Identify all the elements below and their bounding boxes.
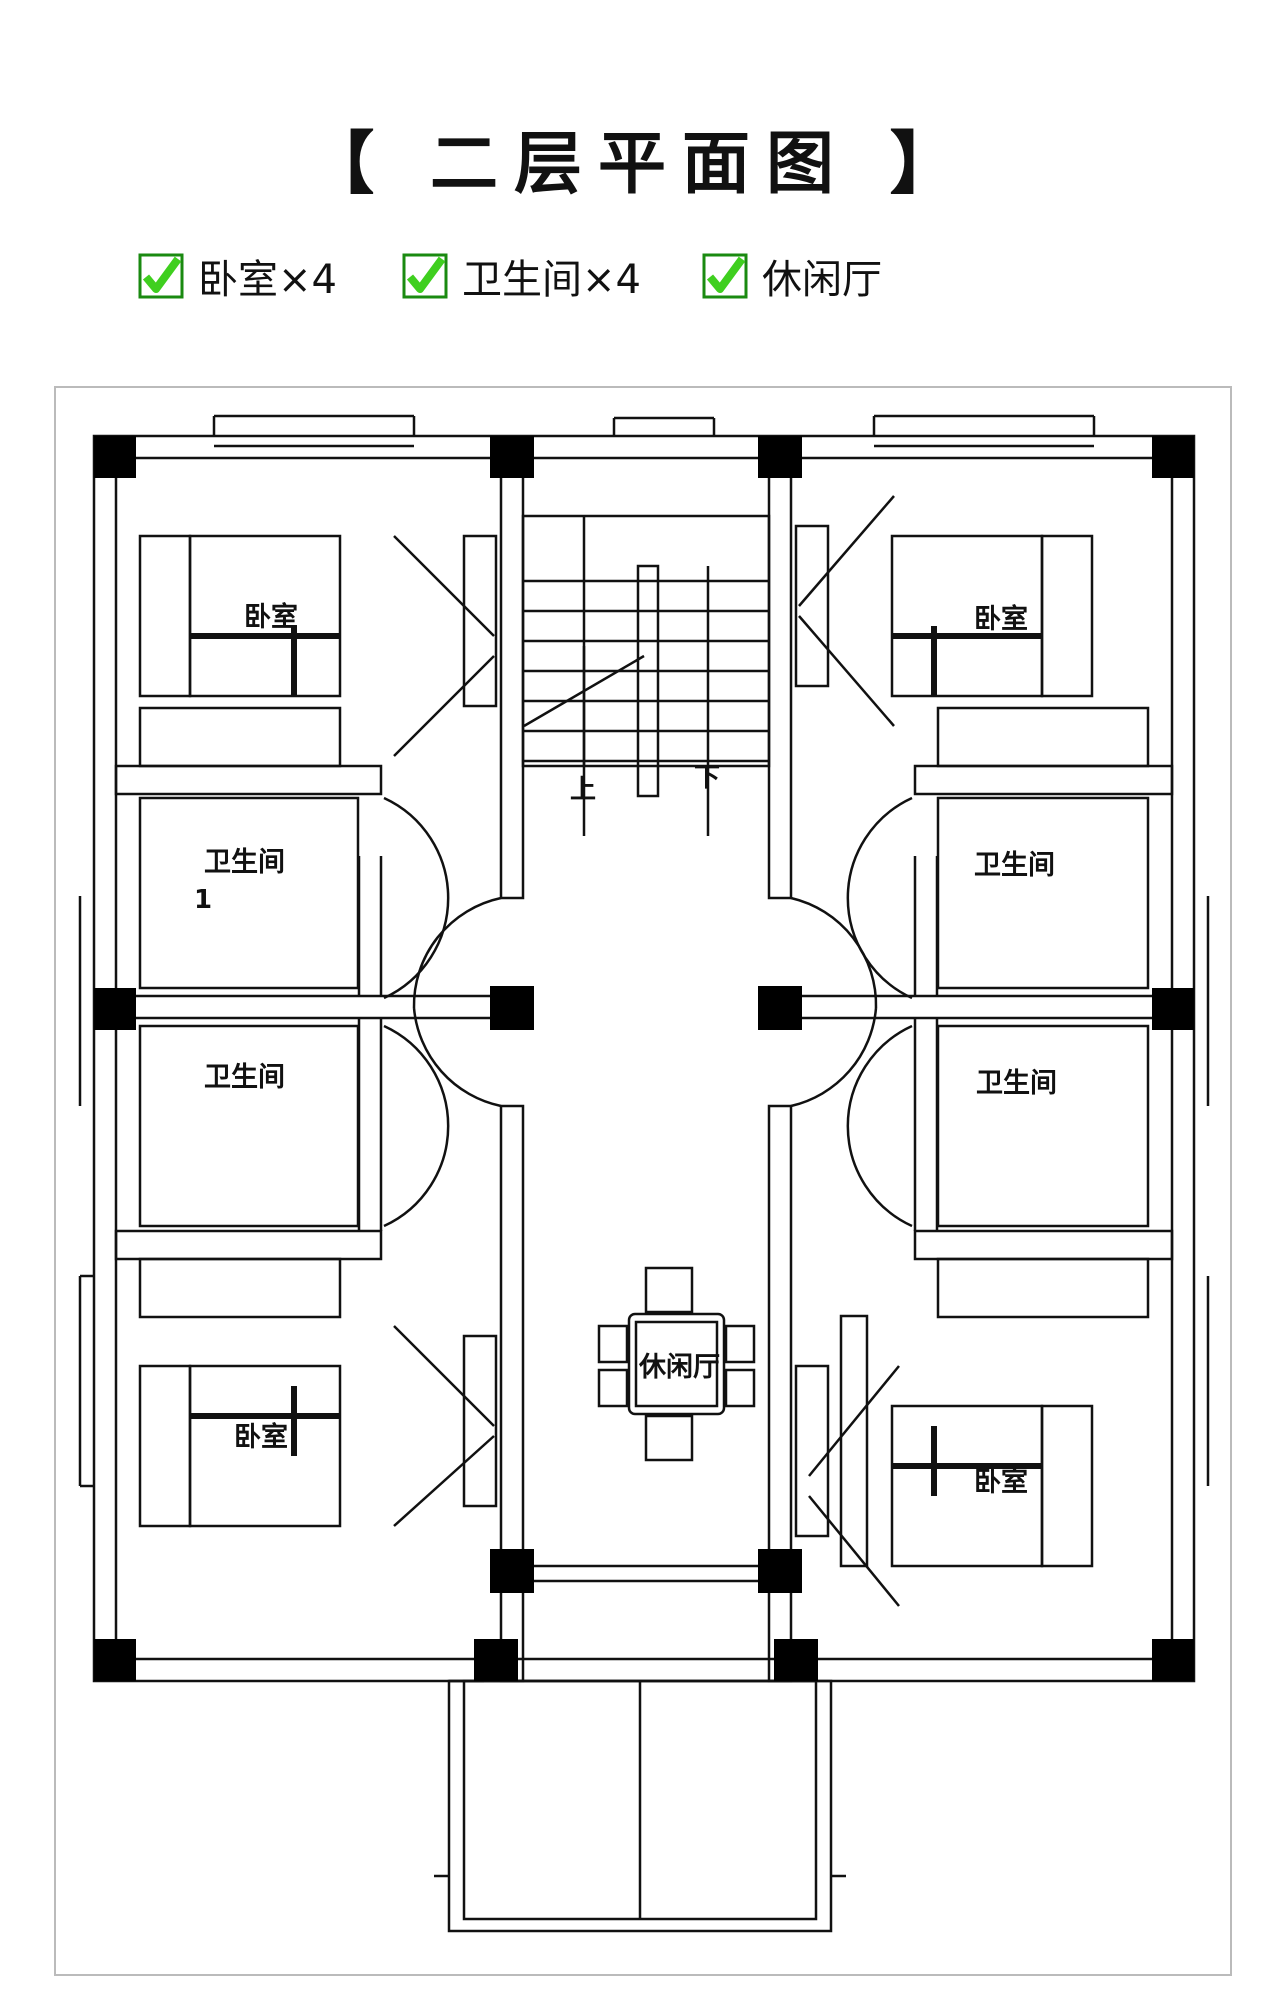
- room-label-bathroom: 卫生间: [974, 850, 1055, 881]
- room-label-bedroom: 卧室: [244, 601, 298, 633]
- legend-item-bathroom: 卫生间×4: [402, 246, 641, 306]
- legend-label: 休闲厅: [762, 257, 882, 303]
- check-icon: [402, 253, 448, 299]
- stair-up-label: 上: [570, 775, 596, 805]
- floor-plan: 卧室 卧室 卧室 卧室 卫生间 卫生间 卫生间 卫生间 休闲厅 上 下 1: [54, 386, 1232, 1976]
- check-icon: [702, 253, 748, 299]
- legend-item-bedroom: 卧室×4: [138, 246, 337, 306]
- legend-label: 卧室×4: [198, 257, 337, 303]
- legend: 卧室×4 卫生间×4 休闲厅: [0, 246, 1280, 306]
- legend-label: 卫生间×4: [462, 257, 641, 303]
- legend-item-lounge: 休闲厅: [702, 246, 882, 306]
- room-label-bathroom: 卫生间: [976, 1068, 1057, 1099]
- room-label-bathroom: 卫生间: [204, 847, 285, 878]
- check-icon: [138, 253, 184, 299]
- toilet-number: 1: [194, 885, 212, 915]
- columns: [94, 436, 1194, 1681]
- room-label-bathroom: 卫生间: [204, 1062, 285, 1093]
- walls: [78, 414, 1210, 1933]
- room-label-bedroom: 卧室: [974, 1466, 1028, 1498]
- stair-down-label: 下: [694, 763, 720, 793]
- room-label-bedroom: 卧室: [974, 603, 1028, 635]
- room-label-bedroom: 卧室: [234, 1421, 288, 1453]
- room-label-lounge: 休闲厅: [638, 1352, 720, 1383]
- page-title: 【 二层平面图 】: [306, 125, 974, 204]
- plan-frame: [54, 386, 1232, 1976]
